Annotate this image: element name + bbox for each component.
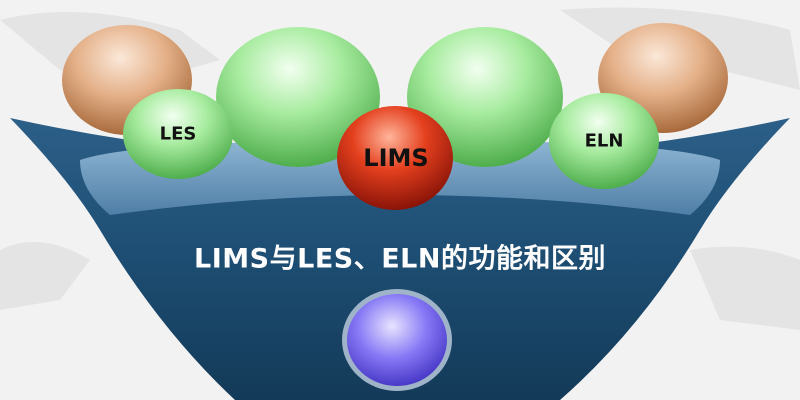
eln-label: ELN — [584, 130, 624, 152]
purple-ball — [347, 294, 447, 386]
green-ball-large-right — [407, 27, 563, 167]
les-label: LES — [159, 123, 197, 145]
lims-ball — [337, 106, 453, 210]
page-title: LIMS与LES、ELN的功能和区别 — [194, 243, 606, 275]
eln-ball — [549, 93, 659, 189]
green-ball-large-left — [216, 27, 380, 167]
les-ball — [123, 89, 233, 179]
lims-label: LIMS — [363, 144, 429, 172]
